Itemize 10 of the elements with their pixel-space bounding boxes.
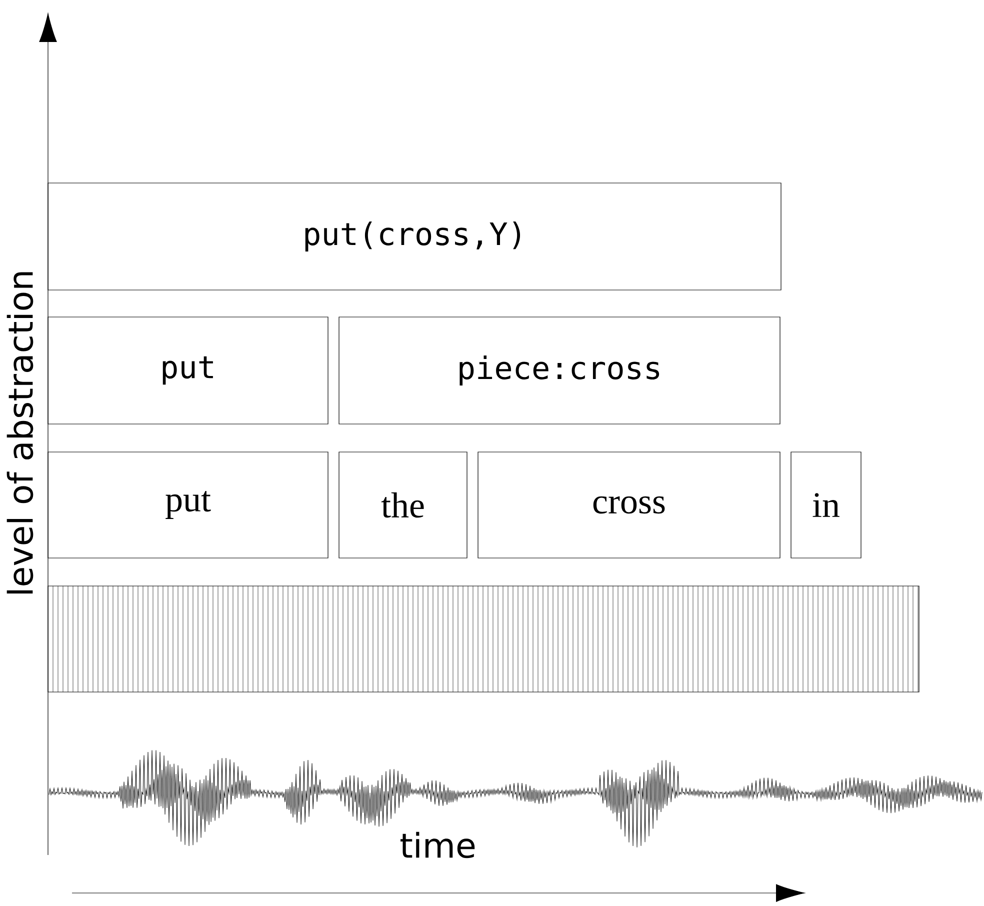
label-box: in [790, 452, 862, 558]
label-box: piece:cross [338, 316, 780, 424]
axis-label: time [400, 832, 475, 858]
label-box: put [48, 452, 328, 558]
label-box: the [338, 452, 468, 558]
label-box: cross [478, 452, 780, 558]
label-box: put [48, 316, 328, 424]
axis-label: level of abstraction [6, 272, 34, 594]
frame-bar [48, 586, 920, 692]
label-box: put(cross,Y) [48, 182, 782, 290]
